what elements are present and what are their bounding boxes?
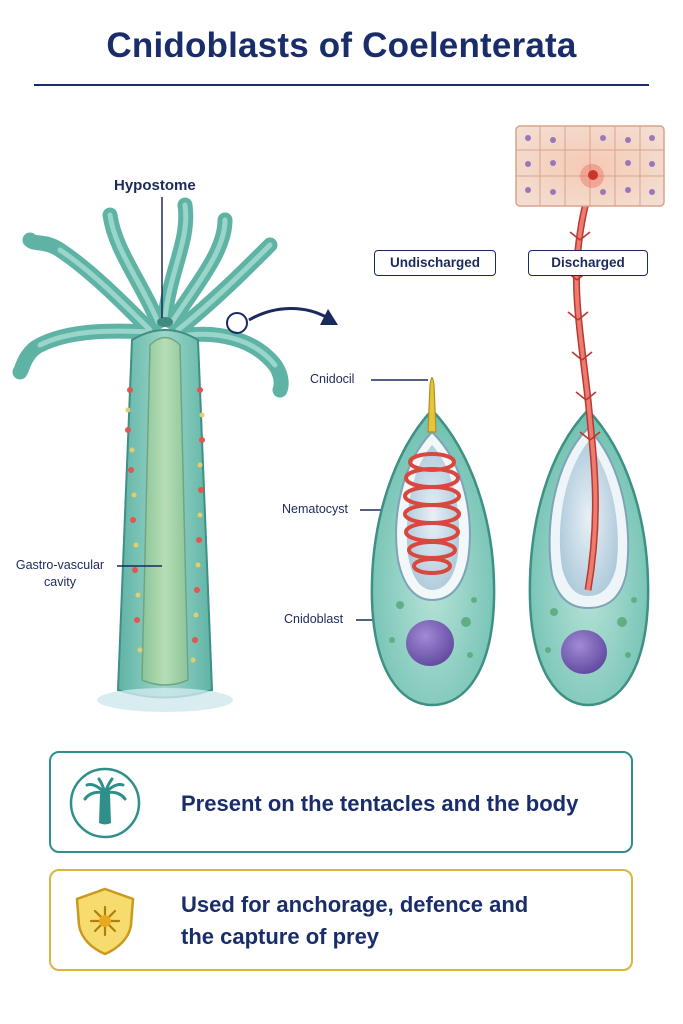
info-card-function: Used for anchorage, defence and the capt… [49, 869, 633, 971]
gastro-vascular-cavity-label: Gastro-vascular cavity [4, 557, 116, 591]
title-divider [34, 84, 649, 86]
gastro-label-line1: Gastro-vascular [15, 558, 105, 572]
cnidoblast-label: Cnidoblast [284, 612, 344, 626]
nematocyst-label: Nematocyst [282, 502, 348, 516]
info-card-location: Present on the tentacles and the body [49, 751, 633, 853]
zoom-arrow [248, 307, 329, 322]
function-text-line2: the capture of prey [181, 924, 380, 949]
discharged-tag: Discharged [528, 250, 648, 276]
shield-icon [75, 887, 135, 956]
cnidoblast-diagram [12, 125, 665, 712]
location-text: Present on the tentacles and the body [181, 791, 579, 816]
undischarged-tag: Undischarged [374, 250, 496, 276]
hydra-icon [69, 767, 141, 839]
discharged-cnidoblast [528, 174, 650, 707]
hypostome-label: Hypostome [114, 177, 196, 194]
prey-tissue [515, 125, 665, 207]
page-title: Cnidoblasts of Coelenterata [106, 26, 577, 65]
hydra-illustration [12, 197, 289, 712]
cnidocil-label: Cnidocil [310, 372, 355, 386]
function-text-line1: Used for anchorage, defence and [181, 892, 529, 917]
function-text: Used for anchorage, defence and the capt… [181, 889, 615, 953]
gastro-label-line2: cavity [44, 575, 76, 589]
undischarged-cnidoblast [370, 376, 496, 707]
